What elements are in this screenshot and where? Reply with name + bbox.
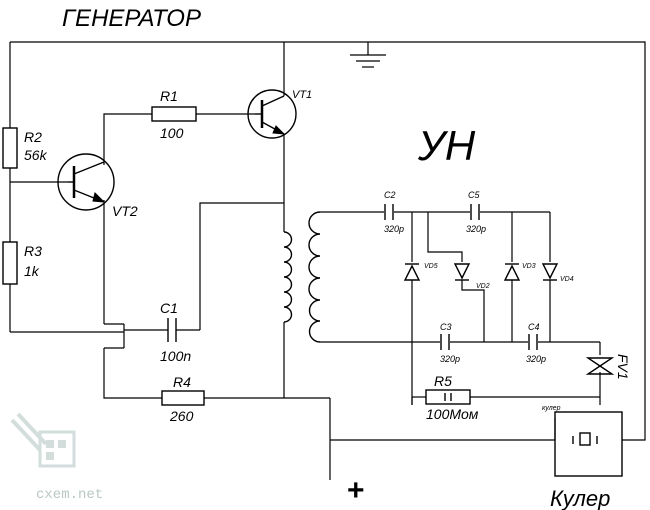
c3-name: C3 <box>440 322 452 332</box>
diode-vd4-icon <box>541 263 559 281</box>
c2-name: C2 <box>384 190 396 200</box>
transistor-vt1-icon <box>247 89 297 139</box>
secondary-coil-icon <box>308 211 321 343</box>
transistor-vt2-icon <box>57 153 115 211</box>
r1-value: 100 <box>160 125 184 141</box>
vd4-label: VD4 <box>560 276 574 283</box>
r2-value: 56k <box>24 147 48 163</box>
r3-name: R3 <box>24 243 42 259</box>
r4-name: R4 <box>173 374 191 390</box>
diode-vd3-icon <box>503 263 521 281</box>
c1-name: C1 <box>160 300 178 316</box>
capacitor-c2 <box>384 204 394 220</box>
watermark-text: cxem.net <box>36 487 103 503</box>
resistor-r4 <box>161 390 205 406</box>
generator-title: ГЕНЕРАТОР <box>62 5 201 32</box>
c5-name: C5 <box>468 190 480 200</box>
wiring <box>9 41 646 480</box>
cooler-fan-icon <box>554 411 623 477</box>
ground-icon <box>350 54 386 68</box>
fv1-label: FV1 <box>615 354 631 380</box>
vd3-label: VD3 <box>522 263 536 270</box>
diode-vd2-icon <box>453 263 471 281</box>
c4-name: C4 <box>528 322 540 332</box>
vt1-label: VT1 <box>292 89 312 101</box>
c3-value: 320p <box>440 354 460 364</box>
resistor-r1 <box>151 106 197 122</box>
diode-vd5-icon <box>403 263 421 281</box>
capacitor-c4 <box>528 334 538 350</box>
cooler-small-label: кулер <box>542 405 561 412</box>
r5-name: R5 <box>434 373 452 389</box>
resistor-r3 <box>2 241 18 285</box>
vd2-label: VD2 <box>476 283 490 290</box>
primary-coil-icon <box>283 231 293 323</box>
r2-name: R2 <box>24 129 42 145</box>
r4-value: 260 <box>169 408 194 424</box>
spark-gap-fv1-icon <box>585 357 615 375</box>
multiplier-title: УН <box>417 122 476 169</box>
cxem-logo-icon <box>10 412 76 468</box>
c5-value: 320p <box>466 224 486 234</box>
vt2-label: VT2 <box>112 203 138 219</box>
r3-value: 1k <box>24 263 40 279</box>
c4-value: 320p <box>526 354 546 364</box>
capacitor-c5 <box>470 204 480 220</box>
r1-name: R1 <box>160 88 178 104</box>
r5-value: 100Мом <box>426 406 479 422</box>
capacitor-c3 <box>440 334 450 350</box>
c2-value: 320p <box>384 224 404 234</box>
resistor-r2 <box>2 127 18 169</box>
capacitor-c1 <box>167 318 177 342</box>
c1-value: 100n <box>160 348 191 364</box>
vd5-label: VD5 <box>424 263 438 270</box>
cooler-title: Кулер <box>550 486 610 510</box>
resistor-r5 <box>425 389 471 405</box>
plus-terminal-label: + <box>347 474 365 507</box>
